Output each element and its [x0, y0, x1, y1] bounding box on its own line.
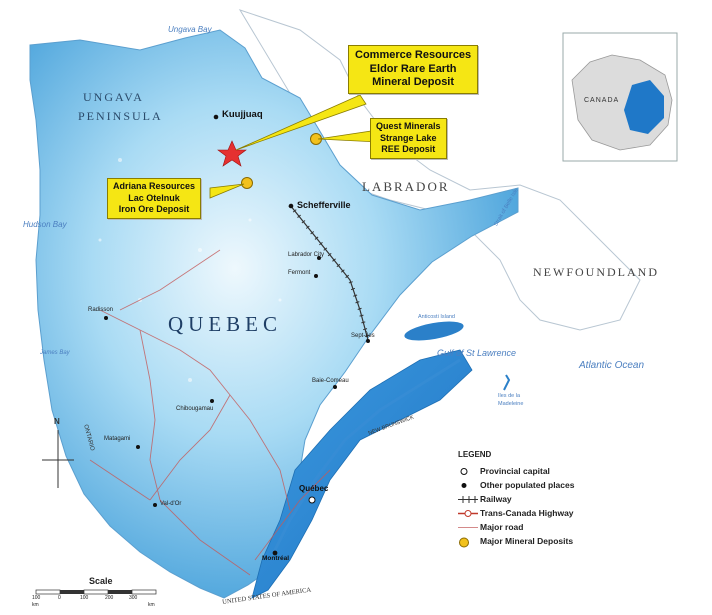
north-arrow	[42, 430, 74, 488]
callout-quest: Quest Minerals Strange Lake REE Deposit	[370, 118, 447, 159]
ungava-label-2: PENINSULA	[78, 109, 163, 123]
legend-title: LEGEND	[458, 450, 492, 459]
lac-otelnuk-deposit	[241, 177, 253, 189]
scale-tick-5: 300	[129, 595, 138, 601]
callout-adriana: Adriana Resources Lac Otelnuk Iron Ore D…	[107, 178, 202, 219]
scale-unit-right: km	[148, 602, 155, 608]
provincial-capital-icon	[458, 467, 480, 476]
anticosti-island	[404, 321, 464, 341]
quebec-capital	[308, 496, 316, 504]
callout-commerce-line-3: Mineral Deposit	[372, 76, 455, 88]
st-lawrence	[268, 358, 461, 561]
callout-adriana-line-2: Lac Otelnuk	[128, 192, 180, 203]
callout-commerce-line-2: Eldor Rare Earth	[369, 62, 457, 75]
city-val-dor: Val-d'Or	[160, 501, 182, 507]
roads	[89, 249, 331, 576]
eldor-star	[217, 140, 247, 167]
city-markers	[104, 114, 370, 556]
city-radisson: Radisson	[88, 307, 114, 313]
anticosti-label: Anticosti Island	[418, 314, 455, 320]
commerce-pointer	[235, 94, 367, 151]
scale-unit-left: km	[32, 602, 39, 608]
city-quebec: Québec	[299, 484, 329, 493]
city-labrador-city: Labrador City	[288, 252, 325, 258]
atlantic-label: Atlantic Ocean	[579, 360, 645, 371]
mineral-deposit-icon	[458, 537, 480, 548]
north-label: N	[54, 417, 60, 426]
magdalen-label-2: Madeleine	[498, 401, 524, 407]
scale-tick-1: 100	[32, 595, 41, 601]
callout-quest-line-2: Strange Lake	[380, 132, 437, 143]
james-bay-label: James Bay	[40, 350, 70, 356]
scale-tick-2: 0	[58, 595, 61, 601]
gulf-label: Gulf of St Lawrence	[437, 348, 517, 358]
callout-adriana-line-3: Iron Ore Deposit	[118, 204, 190, 214]
legend-trans-canada: Trans-Canada Highway	[458, 508, 574, 518]
legend-railway: Railway	[458, 494, 512, 504]
scale-bar	[35, 589, 157, 595]
magdalen-islands	[503, 374, 511, 391]
adriana-pointer	[209, 183, 245, 199]
hudson-bay-label: Hudson Bay	[23, 220, 67, 229]
major-road-icon	[458, 523, 480, 532]
ungava-label-1: UNGAVA	[83, 90, 144, 104]
callout-commerce-line-1: Commerce Resources	[355, 49, 472, 61]
city-kuujjuaq: Kuujjuaq	[222, 109, 263, 120]
city-chibougamau: Chibougamau	[176, 406, 214, 412]
railway-icon	[458, 495, 480, 504]
legend-provincial-capital: Provincial capital	[458, 466, 550, 476]
city-fermont: Fermont	[288, 270, 311, 276]
inset-canada-label: CANADA	[584, 97, 620, 104]
callout-quest-line-1: Quest Minerals	[376, 121, 441, 131]
callout-quest-line-3: REE Deposit	[381, 144, 436, 154]
legend-mineral-deposits: Major Mineral Deposits	[458, 536, 573, 548]
magdalen-label-1: Iles de la	[498, 393, 521, 399]
south-shore	[251, 349, 473, 599]
labrador-label: LABRADOR	[362, 179, 450, 194]
legend-populated-places: Other populated places	[458, 480, 574, 490]
trans-canada-icon	[458, 509, 480, 518]
city-sept-iles: Sept-Îles	[351, 333, 375, 339]
populated-place-icon	[458, 481, 480, 490]
ungava-bay-label: Ungava Bay	[168, 25, 212, 34]
scale-title: Scale	[89, 576, 113, 586]
callout-adriana-line-1: Adriana Resources	[113, 181, 196, 191]
city-baie-comeau: Baie-Comeau	[312, 378, 349, 384]
scale-tick-3: 100	[80, 595, 89, 601]
city-montreal: Montréal	[262, 555, 290, 562]
legend-major-road: Major road	[458, 522, 523, 532]
quebec-land	[29, 29, 519, 599]
inset-quebec	[624, 80, 664, 134]
railway	[289, 204, 369, 341]
callout-commerce: Commerce Resources Eldor Rare Earth Mine…	[348, 45, 479, 94]
scale-tick-4: 200	[105, 595, 114, 601]
newfoundland-label: NEWFOUNDLAND	[533, 265, 659, 279]
city-schefferville: Schefferville	[297, 200, 351, 210]
quebec-label: QUEBEC	[168, 312, 282, 336]
city-matagami: Matagami	[104, 436, 131, 442]
